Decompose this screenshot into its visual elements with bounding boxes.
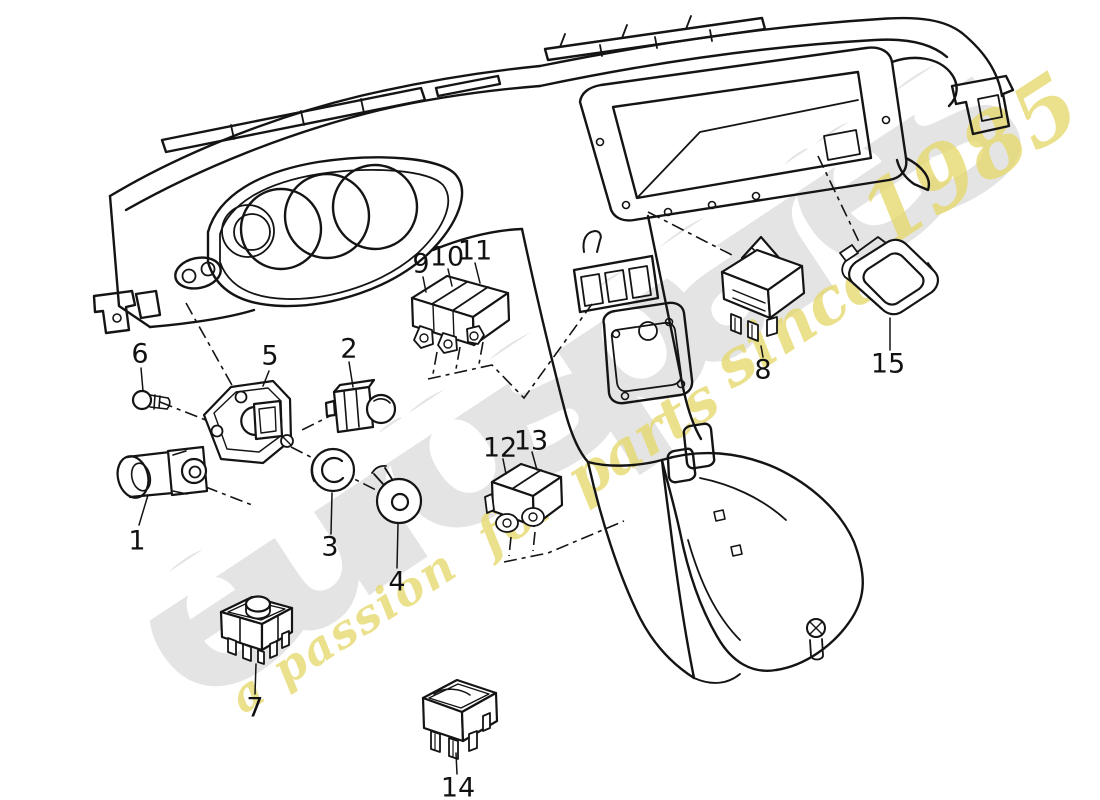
part-7-push-switch	[219, 595, 294, 665]
assembly-lines	[159, 155, 861, 563]
part-label-13: 13	[513, 425, 549, 457]
part-9-10-11-switch-bank	[410, 274, 511, 354]
part-label-3: 3	[321, 531, 339, 563]
part-label-10: 10	[429, 241, 465, 273]
part-15-bezel	[839, 236, 939, 316]
part-label-8: 8	[754, 354, 772, 386]
part-12-13-switches	[484, 462, 564, 533]
part-label-15: 15	[870, 348, 906, 380]
leader-lines	[138, 262, 891, 775]
part-label-9: 9	[412, 248, 430, 280]
part-3-grommet	[310, 447, 356, 493]
dashboard-left-section	[92, 64, 542, 335]
part-label-5: 5	[261, 340, 279, 372]
part-label-6: 6	[131, 338, 149, 370]
dashboard-right-section	[538, 15, 1015, 222]
part-14-relay	[421, 678, 499, 760]
part-label-14: 14	[440, 772, 476, 800]
part-1-cigarette-lighter	[116, 445, 209, 499]
part-4-plug	[371, 464, 423, 525]
center-console	[520, 214, 716, 484]
part-label-11: 11	[457, 235, 493, 267]
part-label-4: 4	[388, 566, 406, 598]
part-label-2: 2	[340, 333, 358, 365]
part-label-12: 12	[482, 432, 518, 464]
lower-console	[586, 451, 864, 684]
part-5-bracket-plate	[202, 379, 294, 465]
part-label-1: 1	[128, 525, 146, 557]
part-label-7: 7	[246, 692, 264, 724]
part-8-rocker-switch	[720, 235, 806, 342]
part-2-switch	[324, 378, 397, 434]
part-6-bulb-screw	[131, 389, 171, 411]
